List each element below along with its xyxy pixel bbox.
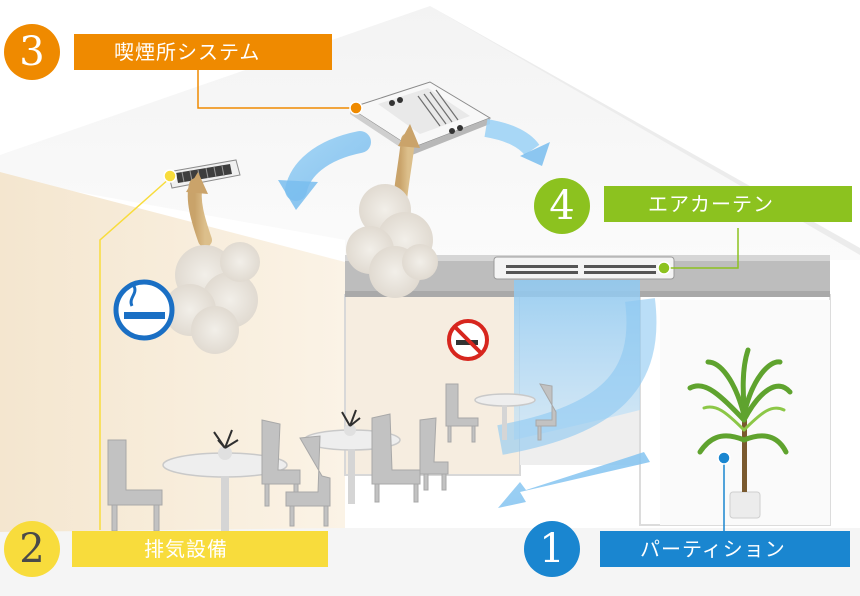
callout-3-label: 喫煙所システム <box>74 34 332 70</box>
callout-4-label: エアカーテン <box>604 186 852 222</box>
callout-2-label: 排気設備 <box>72 531 328 567</box>
callout-4-number: 4 <box>534 178 590 234</box>
callout-2-number: 2 <box>4 521 60 577</box>
smoking-allowed-icon <box>113 279 175 341</box>
callout-3-number: 3 <box>4 24 60 80</box>
callout-1-number: 1 <box>524 521 580 577</box>
callout-1-label: パーティション <box>600 531 850 567</box>
